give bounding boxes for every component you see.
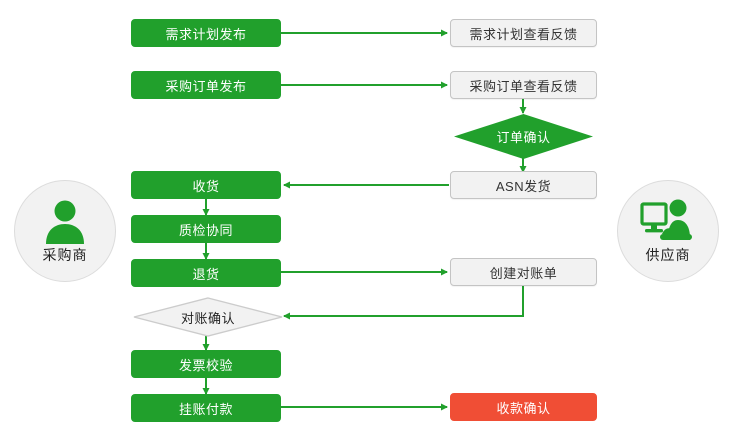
node-demand-plan-feedback[interactable]: 需求计划查看反馈 xyxy=(450,19,597,47)
node-label: 需求计划发布 xyxy=(165,26,247,42)
node-payment-posting[interactable]: 挂账付款 xyxy=(131,394,281,422)
node-asn-shipment[interactable]: ASN发货 xyxy=(450,171,597,199)
node-create-statement[interactable]: 创建对账单 xyxy=(450,258,597,286)
node-label: 发票校验 xyxy=(178,357,233,373)
node-label: 收款确认 xyxy=(496,400,551,416)
person-at-computer-icon xyxy=(640,199,692,240)
node-label: 需求计划查看反馈 xyxy=(469,26,578,42)
node-purchase-order-feedback[interactable]: 采购订单查看反馈 xyxy=(450,71,597,99)
node-receipt-confirm[interactable]: 收款确认 xyxy=(450,393,597,421)
node-label: 退货 xyxy=(192,266,220,282)
role-supplier[interactable]: 供应商 xyxy=(617,180,719,282)
node-label: 挂账付款 xyxy=(178,401,233,417)
node-label: 采购订单查看反馈 xyxy=(469,78,578,94)
person-icon xyxy=(46,200,84,244)
node-label: 创建对账单 xyxy=(489,265,558,281)
role-supplier-label: 供应商 xyxy=(645,246,691,263)
diamond-shape xyxy=(133,297,283,337)
node-receive-goods[interactable]: 收货 xyxy=(131,171,281,199)
node-order-confirm[interactable]: 订单确认 xyxy=(454,114,593,159)
edge-n10-n11 xyxy=(283,286,524,320)
node-label: 收货 xyxy=(192,178,220,194)
role-buyer[interactable]: 采购商 xyxy=(14,180,116,282)
node-demand-plan-publish[interactable]: 需求计划发布 xyxy=(131,19,281,47)
diamond-shape xyxy=(454,114,593,159)
node-reconciliation-confirm[interactable]: 对账确认 xyxy=(133,297,283,337)
role-buyer-label: 采购商 xyxy=(42,246,88,263)
node-quality-inspection[interactable]: 质检协同 xyxy=(131,215,281,243)
node-invoice-verification[interactable]: 发票校验 xyxy=(131,350,281,378)
node-label: 质检协同 xyxy=(178,222,233,238)
node-label: 采购订单发布 xyxy=(165,78,247,94)
node-return-goods[interactable]: 退货 xyxy=(131,259,281,287)
node-purchase-order-publish[interactable]: 采购订单发布 xyxy=(131,71,281,99)
node-label: ASN发货 xyxy=(495,178,552,194)
node-label: 对账确认 xyxy=(180,310,235,326)
node-label: 订单确认 xyxy=(496,130,551,145)
